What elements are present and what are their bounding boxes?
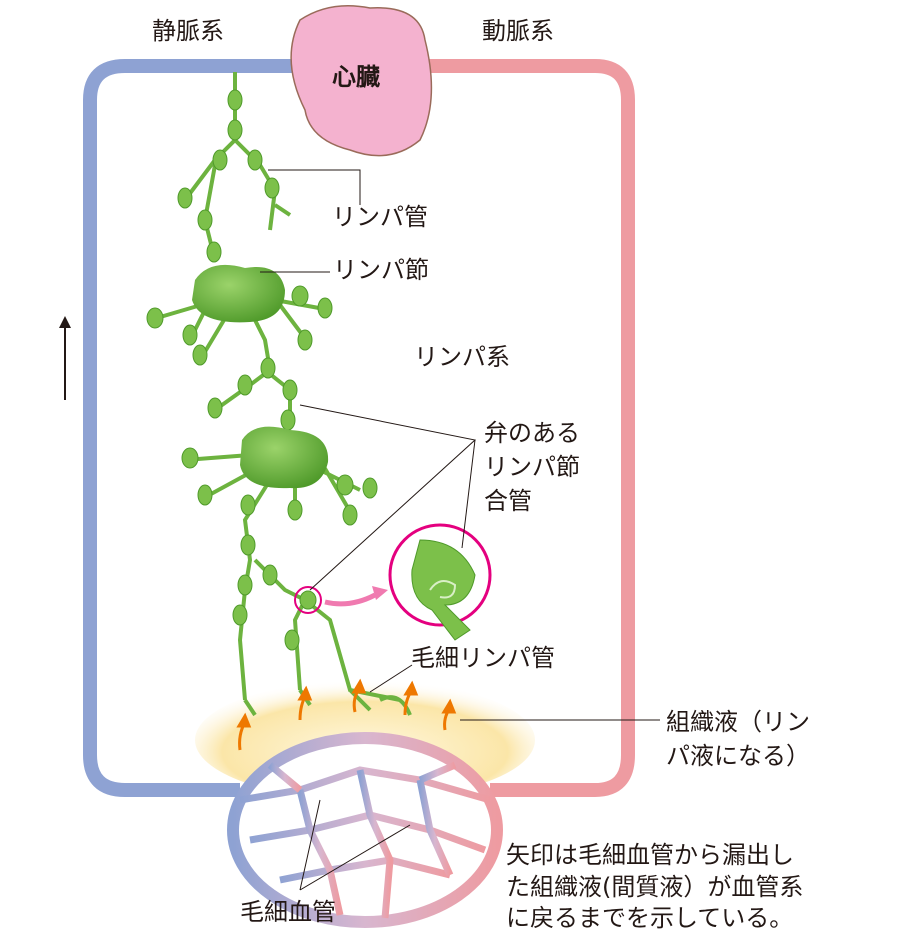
capillary-network: [239, 761, 491, 919]
lymph-vessels: [149, 72, 412, 717]
note-line-3: に戻るまでを示している。: [506, 904, 794, 932]
label-lymph-system: リンパ系: [414, 343, 510, 371]
flow-arrows: [236, 678, 457, 751]
heart-shape: [290, 5, 433, 157]
label-vein-system: 静脈系: [152, 17, 224, 45]
label-blood-capillary: 毛細血管: [240, 898, 336, 926]
lymph-node-lower: [240, 426, 329, 489]
label-lymph-vessel: リンパ管: [332, 203, 428, 231]
label-valve-1: 弁のある: [484, 419, 580, 447]
zoom-arrow: [324, 592, 377, 607]
label-heart: 心臓: [332, 63, 380, 91]
artery-vessel: [420, 59, 635, 797]
label-lymph-capillary: 毛細リンパ管: [411, 644, 555, 672]
valve-detail: [411, 539, 476, 641]
note-line-1: 矢印は毛細血管から漏出し: [506, 841, 794, 869]
lymph-node-upper: [192, 264, 285, 323]
label-artery-system: 動脈系: [482, 17, 554, 45]
vein-vessel: [83, 59, 300, 797]
label-valve-2: リンパ節: [484, 453, 580, 481]
label-tissue-fluid-1: 組織液（リン: [666, 708, 810, 736]
label-lymph-node: リンパ節: [333, 256, 429, 284]
leader-lines: [260, 169, 660, 891]
note-line-2: た組織液(間質液）が血管系: [506, 873, 804, 901]
label-tissue-fluid-2: パ液になる）: [666, 742, 810, 770]
label-valve-3: 合管: [484, 487, 532, 515]
lymph-vessel-beads: [146, 89, 378, 651]
valve-highlight-small: [294, 586, 322, 614]
